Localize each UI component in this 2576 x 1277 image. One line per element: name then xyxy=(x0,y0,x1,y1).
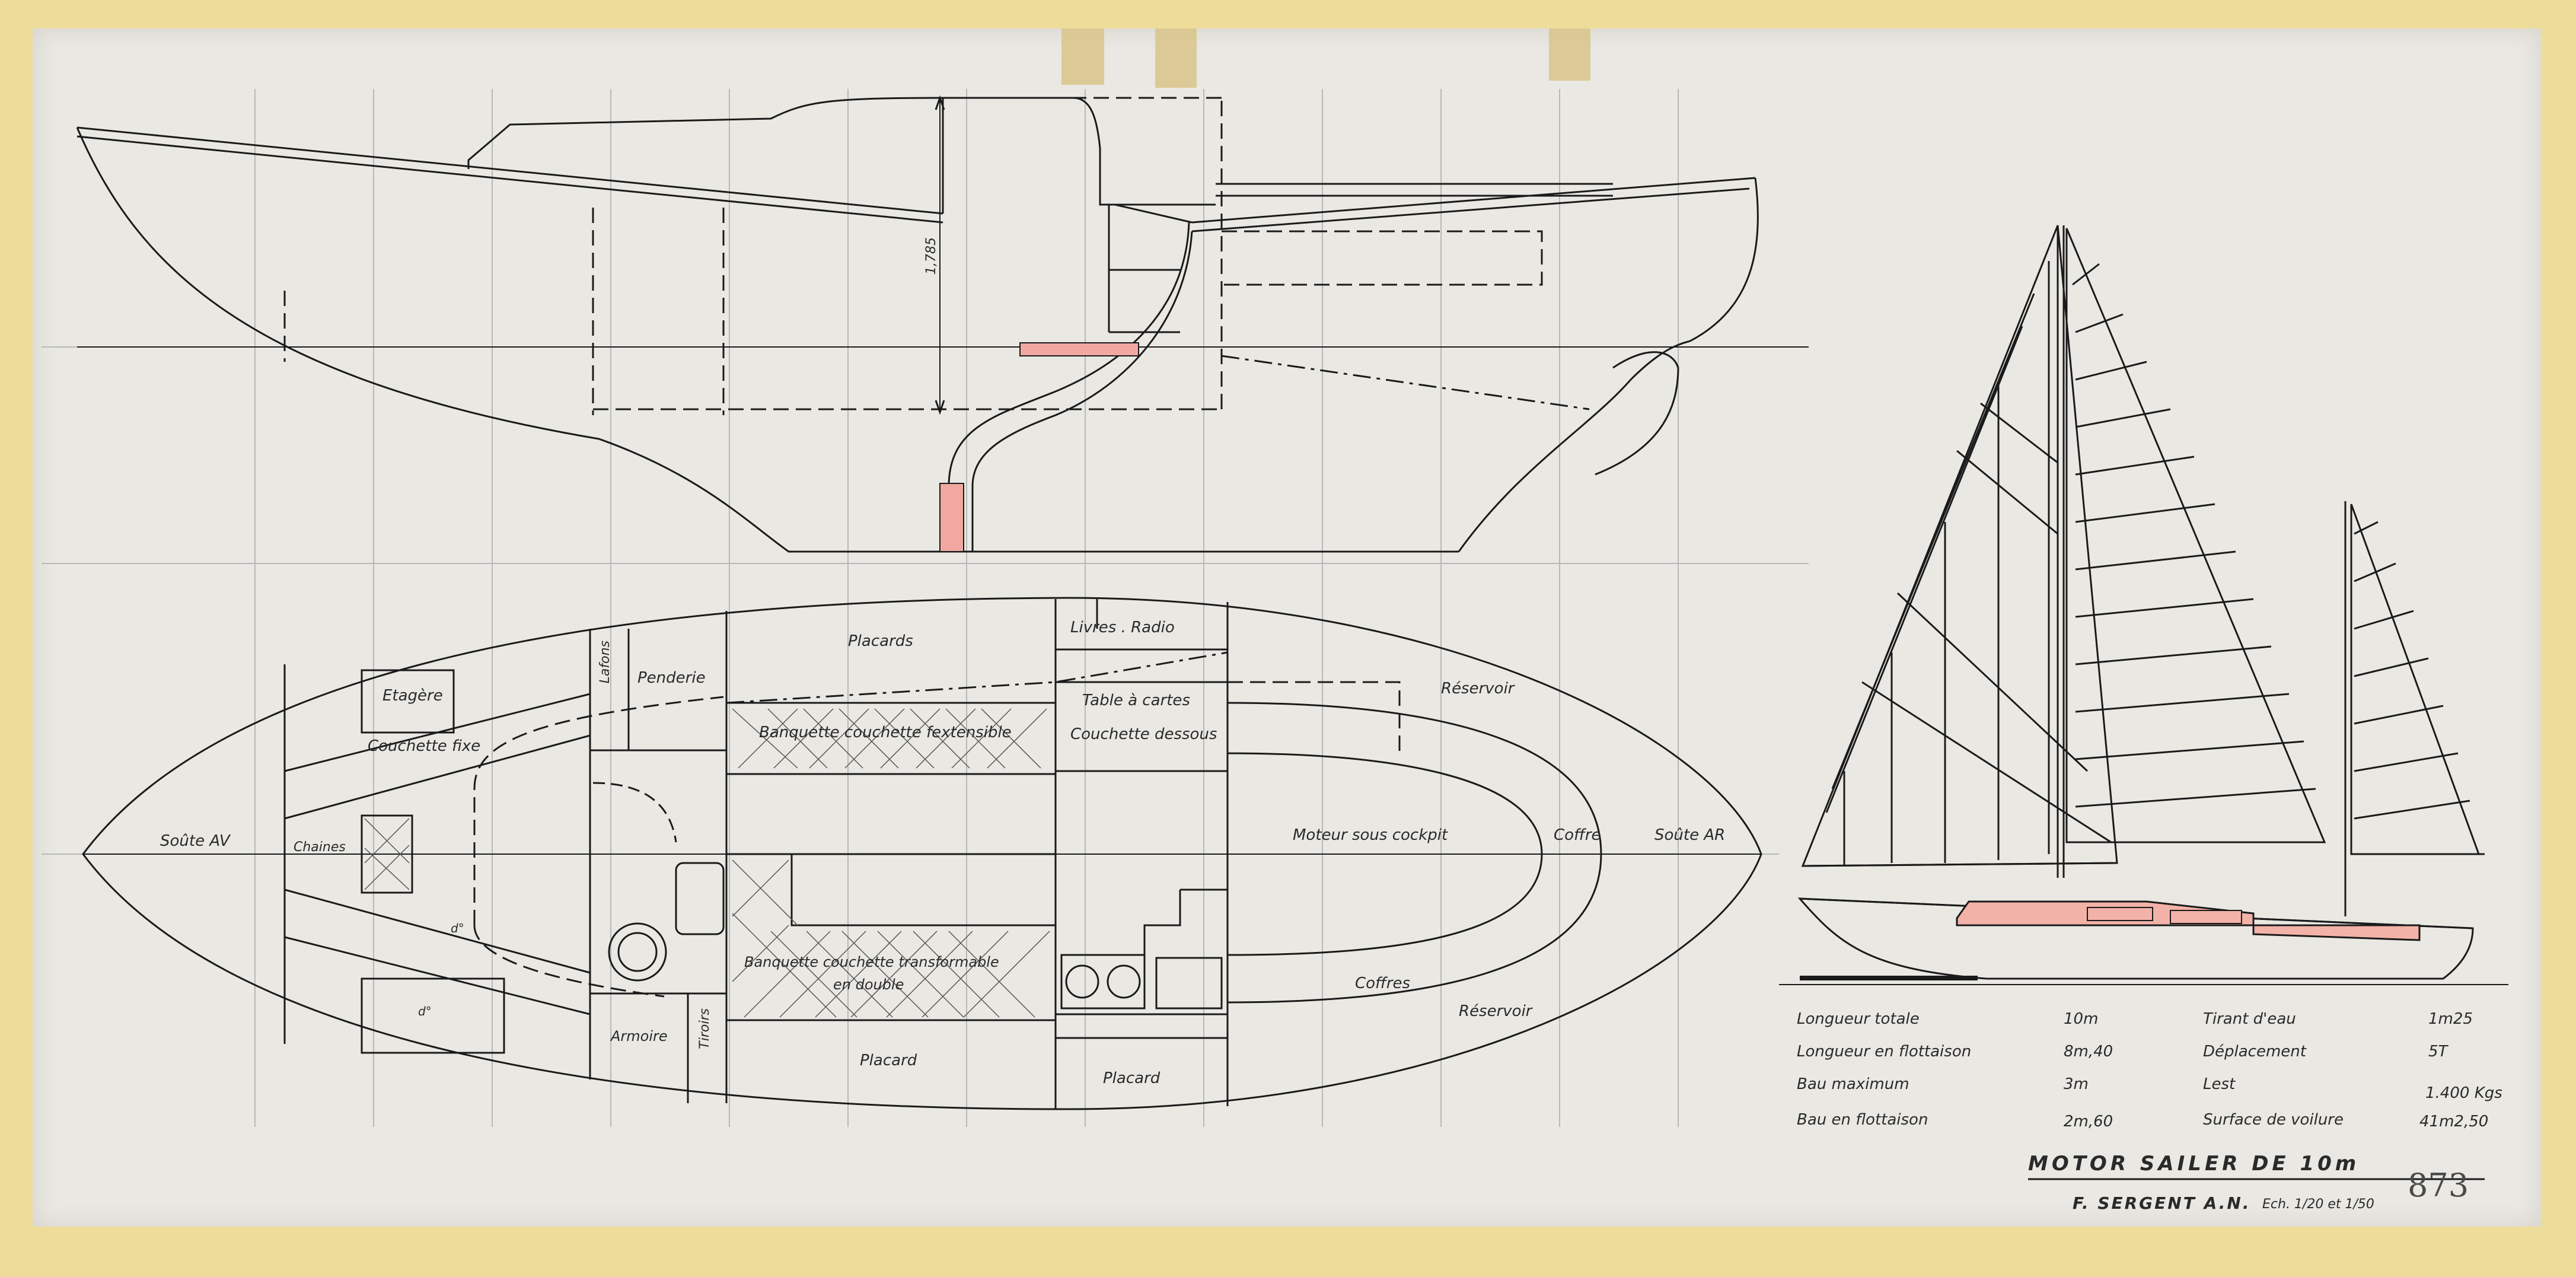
label-lafons: Lafons xyxy=(598,641,613,684)
label-penderie: Penderie xyxy=(637,669,706,687)
label-banquette-bottom-2: en double xyxy=(833,976,904,993)
spec-value: 10m xyxy=(2064,1010,2099,1028)
spec-label: Tirant d'eau xyxy=(2203,1010,2296,1028)
label-banquette-top: Banquette couchette fextensible xyxy=(759,724,1012,741)
spec-label: Longueur totale xyxy=(1797,1010,1920,1028)
drawing-scale: Ech. 1/20 et 1/50 xyxy=(2262,1197,2374,1212)
spec-value: 8m,40 xyxy=(2064,1043,2113,1061)
masking-tape xyxy=(1061,28,1590,88)
spec-value: 1m25 xyxy=(2428,1010,2473,1028)
hull-profile xyxy=(76,95,1809,553)
spec-value: 2m,60 xyxy=(2064,1113,2113,1130)
label-etagere: Etagère xyxy=(382,687,443,705)
label-couchette-dessous: Couchette dessous xyxy=(1070,725,1217,743)
ballast-fill xyxy=(939,342,1139,552)
label-coffre: Coffre xyxy=(1554,826,1601,844)
label-reservoir-top: Réservoir xyxy=(1441,680,1515,698)
deckhouse-fill xyxy=(1800,900,2421,980)
label-moteur: Moteur sous cockpit xyxy=(1293,826,1448,844)
label-do-2: d° xyxy=(418,1004,432,1018)
spec-label: Bau maximum xyxy=(1797,1075,1909,1093)
label-couchette-fixe: Couchette fixe xyxy=(368,737,481,755)
label-soute-ar: Soûte AR xyxy=(1654,826,1726,844)
spec-value: 3m xyxy=(2064,1075,2089,1093)
spec-value: 1.400 Kgs xyxy=(2425,1084,2502,1102)
label-livres-radio: Livres . Radio xyxy=(1070,619,1175,636)
spec-value: 41m2,50 xyxy=(2419,1113,2489,1130)
label-placard-bottom: Placard xyxy=(860,1052,917,1069)
drawing-title: MOTOR SAILER DE 10m xyxy=(2028,1152,2360,1176)
designer-name: F. SERGENT A.N. xyxy=(2073,1193,2251,1213)
label-reservoir-bottom: Réservoir xyxy=(1459,1002,1532,1020)
label-coffres: Coffres xyxy=(1355,975,1411,992)
label-do-1: d° xyxy=(451,921,464,935)
spec-label: Longueur en flottaison xyxy=(1797,1043,1972,1061)
spec-value: 5T xyxy=(2428,1043,2448,1061)
label-placard-bottom-2: Placard xyxy=(1103,1069,1161,1087)
label-soute-av: Soûte AV xyxy=(160,832,230,850)
spec-label: Surface de voilure xyxy=(2203,1111,2344,1129)
reference-number: 873 xyxy=(2408,1167,2469,1204)
label-chaines: Chaines xyxy=(294,840,346,855)
label-armoire: Armoire xyxy=(611,1028,668,1044)
spec-label: Déplacement xyxy=(2203,1043,2306,1061)
label-table-cartes: Table à cartes xyxy=(1082,692,1190,709)
berth-crosshatch xyxy=(364,708,1050,1018)
label-placards: Placards xyxy=(848,632,913,650)
height-dimension: 1,785 xyxy=(924,237,939,275)
construction-grid xyxy=(42,89,1809,1127)
spec-label: Bau en flottaison xyxy=(1797,1111,1928,1129)
label-tiroirs: Tiroirs xyxy=(697,1008,712,1049)
spec-label: Lest xyxy=(2203,1075,2236,1093)
tracing-paper xyxy=(33,28,2541,1227)
sail-plan xyxy=(1779,225,2508,985)
label-banquette-bottom-1: Banquette couchette transformable xyxy=(744,954,999,970)
hull-plan xyxy=(82,597,1762,1110)
